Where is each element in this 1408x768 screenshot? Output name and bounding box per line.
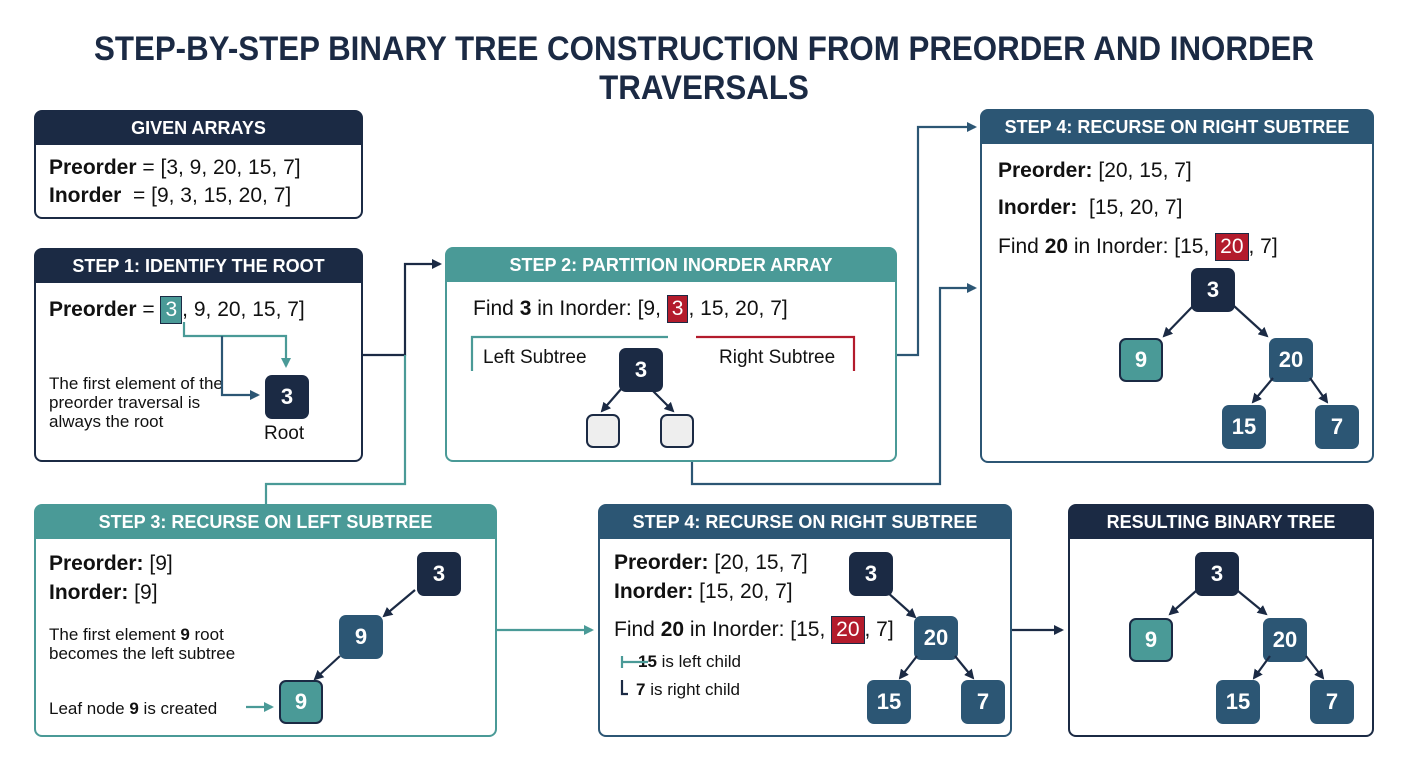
right-child-note: 7 is right child xyxy=(636,680,740,699)
step4-bottom-highlight: 20 xyxy=(831,616,865,644)
result-node-7: 7 xyxy=(1310,680,1354,724)
step4-bottom-node-7: 7 xyxy=(961,680,1005,724)
step3-preorder: Preorder: [9] xyxy=(49,552,173,575)
step2-panel: STEP 2: PARTITION INORDER ARRAY Find 3 i… xyxy=(445,247,897,462)
step3-node-9: 9 xyxy=(339,615,383,659)
step4-bottom-find: Find 20 in Inorder: [15, 20, 7] xyxy=(614,616,894,644)
step4-bottom-inorder: Inorder: [15, 20, 7] xyxy=(614,580,793,603)
step1-panel: STEP 1: IDENTIFY THE ROOT Preorder = 3, … xyxy=(34,248,363,462)
step3-node-3: 3 xyxy=(417,552,461,596)
step4-bottom-node-15: 15 xyxy=(867,680,911,724)
page-title: STEP-BY-STEP BINARY TREE CONSTRUCTION FR… xyxy=(93,30,1315,107)
given-preorder: Preorder = [3, 9, 20, 15, 7] xyxy=(49,156,301,179)
step2-find: Find 3 in Inorder: [9, 3, 15, 20, 7] xyxy=(473,295,788,323)
step3-inorder: Inorder: [9] xyxy=(49,581,158,604)
step1-highlight: 3 xyxy=(160,296,183,324)
result-panel: RESULTING BINARY TREE 3 9 20 15 7 xyxy=(1068,504,1374,737)
step4-bottom-panel: STEP 4: RECURSE ON RIGHT SUBTREE Preorde… xyxy=(598,504,1012,737)
step4-top-highlight: 20 xyxy=(1215,233,1249,261)
step1-note: The first element of the preorder traver… xyxy=(49,374,223,431)
result-node-15: 15 xyxy=(1216,680,1260,724)
step1-preorder: Preorder = 3, 9, 20, 15, 7] xyxy=(49,296,305,324)
step4-top-panel: STEP 4: RECURSE ON RIGHT SUBTREE Preorde… xyxy=(980,109,1374,463)
result-node-3: 3 xyxy=(1195,552,1239,596)
step4-bottom-node-20: 20 xyxy=(914,616,958,660)
given-inorder: Inorder = [9, 3, 15, 20, 7] xyxy=(49,184,292,207)
step4-top-node-3: 3 xyxy=(1191,268,1235,312)
step4-top-inorder: Inorder: [15, 20, 7] xyxy=(998,196,1183,219)
left-subtree-label: Left Subtree xyxy=(483,347,587,368)
left-child-note: 15 is left child xyxy=(638,652,742,671)
step1-root-label: Root xyxy=(264,423,305,444)
step4-bottom-header: STEP 4: RECURSE ON RIGHT SUBTREE xyxy=(599,505,1011,539)
step4-top-preorder: Preorder: [20, 15, 7] xyxy=(998,159,1192,182)
step4-top-node-15: 15 xyxy=(1222,405,1266,449)
step3-leaf-node-9: 9 xyxy=(279,680,323,724)
result-node-20: 20 xyxy=(1263,618,1307,662)
step2-root-node: 3 xyxy=(619,348,663,392)
step1-header: STEP 1: IDENTIFY THE ROOT xyxy=(35,249,362,283)
step4-top-header: STEP 4: RECURSE ON RIGHT SUBTREE xyxy=(981,110,1373,144)
result-node-9: 9 xyxy=(1129,618,1173,662)
arrow-step1-to-step2 xyxy=(363,259,442,357)
given-arrays-header: GIVEN ARRAYS xyxy=(35,111,362,145)
step4-top-node-20: 20 xyxy=(1269,338,1313,382)
given-arrays-panel: GIVEN ARRAYS Preorder = [3, 9, 20, 15, 7… xyxy=(34,110,363,219)
step1-root-node: 3 xyxy=(265,375,309,419)
step4-top-find: Find 20 in Inorder: [15, 20, 7] xyxy=(998,233,1278,261)
step3-header: STEP 3: RECURSE ON LEFT SUBTREE xyxy=(35,505,496,539)
step4-bottom-preorder: Preorder: [20, 15, 7] xyxy=(614,551,808,574)
step2-empty-left-node xyxy=(586,414,620,448)
result-header: RESULTING BINARY TREE xyxy=(1069,505,1373,539)
step2-highlight: 3 xyxy=(666,295,689,323)
step3-leaf-note: Leaf node 9 is created xyxy=(49,699,218,718)
step2-empty-right-node xyxy=(660,414,694,448)
step4-bottom-node-3: 3 xyxy=(849,552,893,596)
step3-panel: STEP 3: RECURSE ON LEFT SUBTREE Preorder… xyxy=(34,504,497,737)
step4-top-node-7: 7 xyxy=(1315,405,1359,449)
step2-header: STEP 2: PARTITION INORDER ARRAY xyxy=(446,248,896,282)
arrow-step2-to-step4-top xyxy=(897,122,977,357)
right-subtree-label: Right Subtree xyxy=(719,347,836,368)
step4-top-node-9: 9 xyxy=(1119,338,1163,382)
